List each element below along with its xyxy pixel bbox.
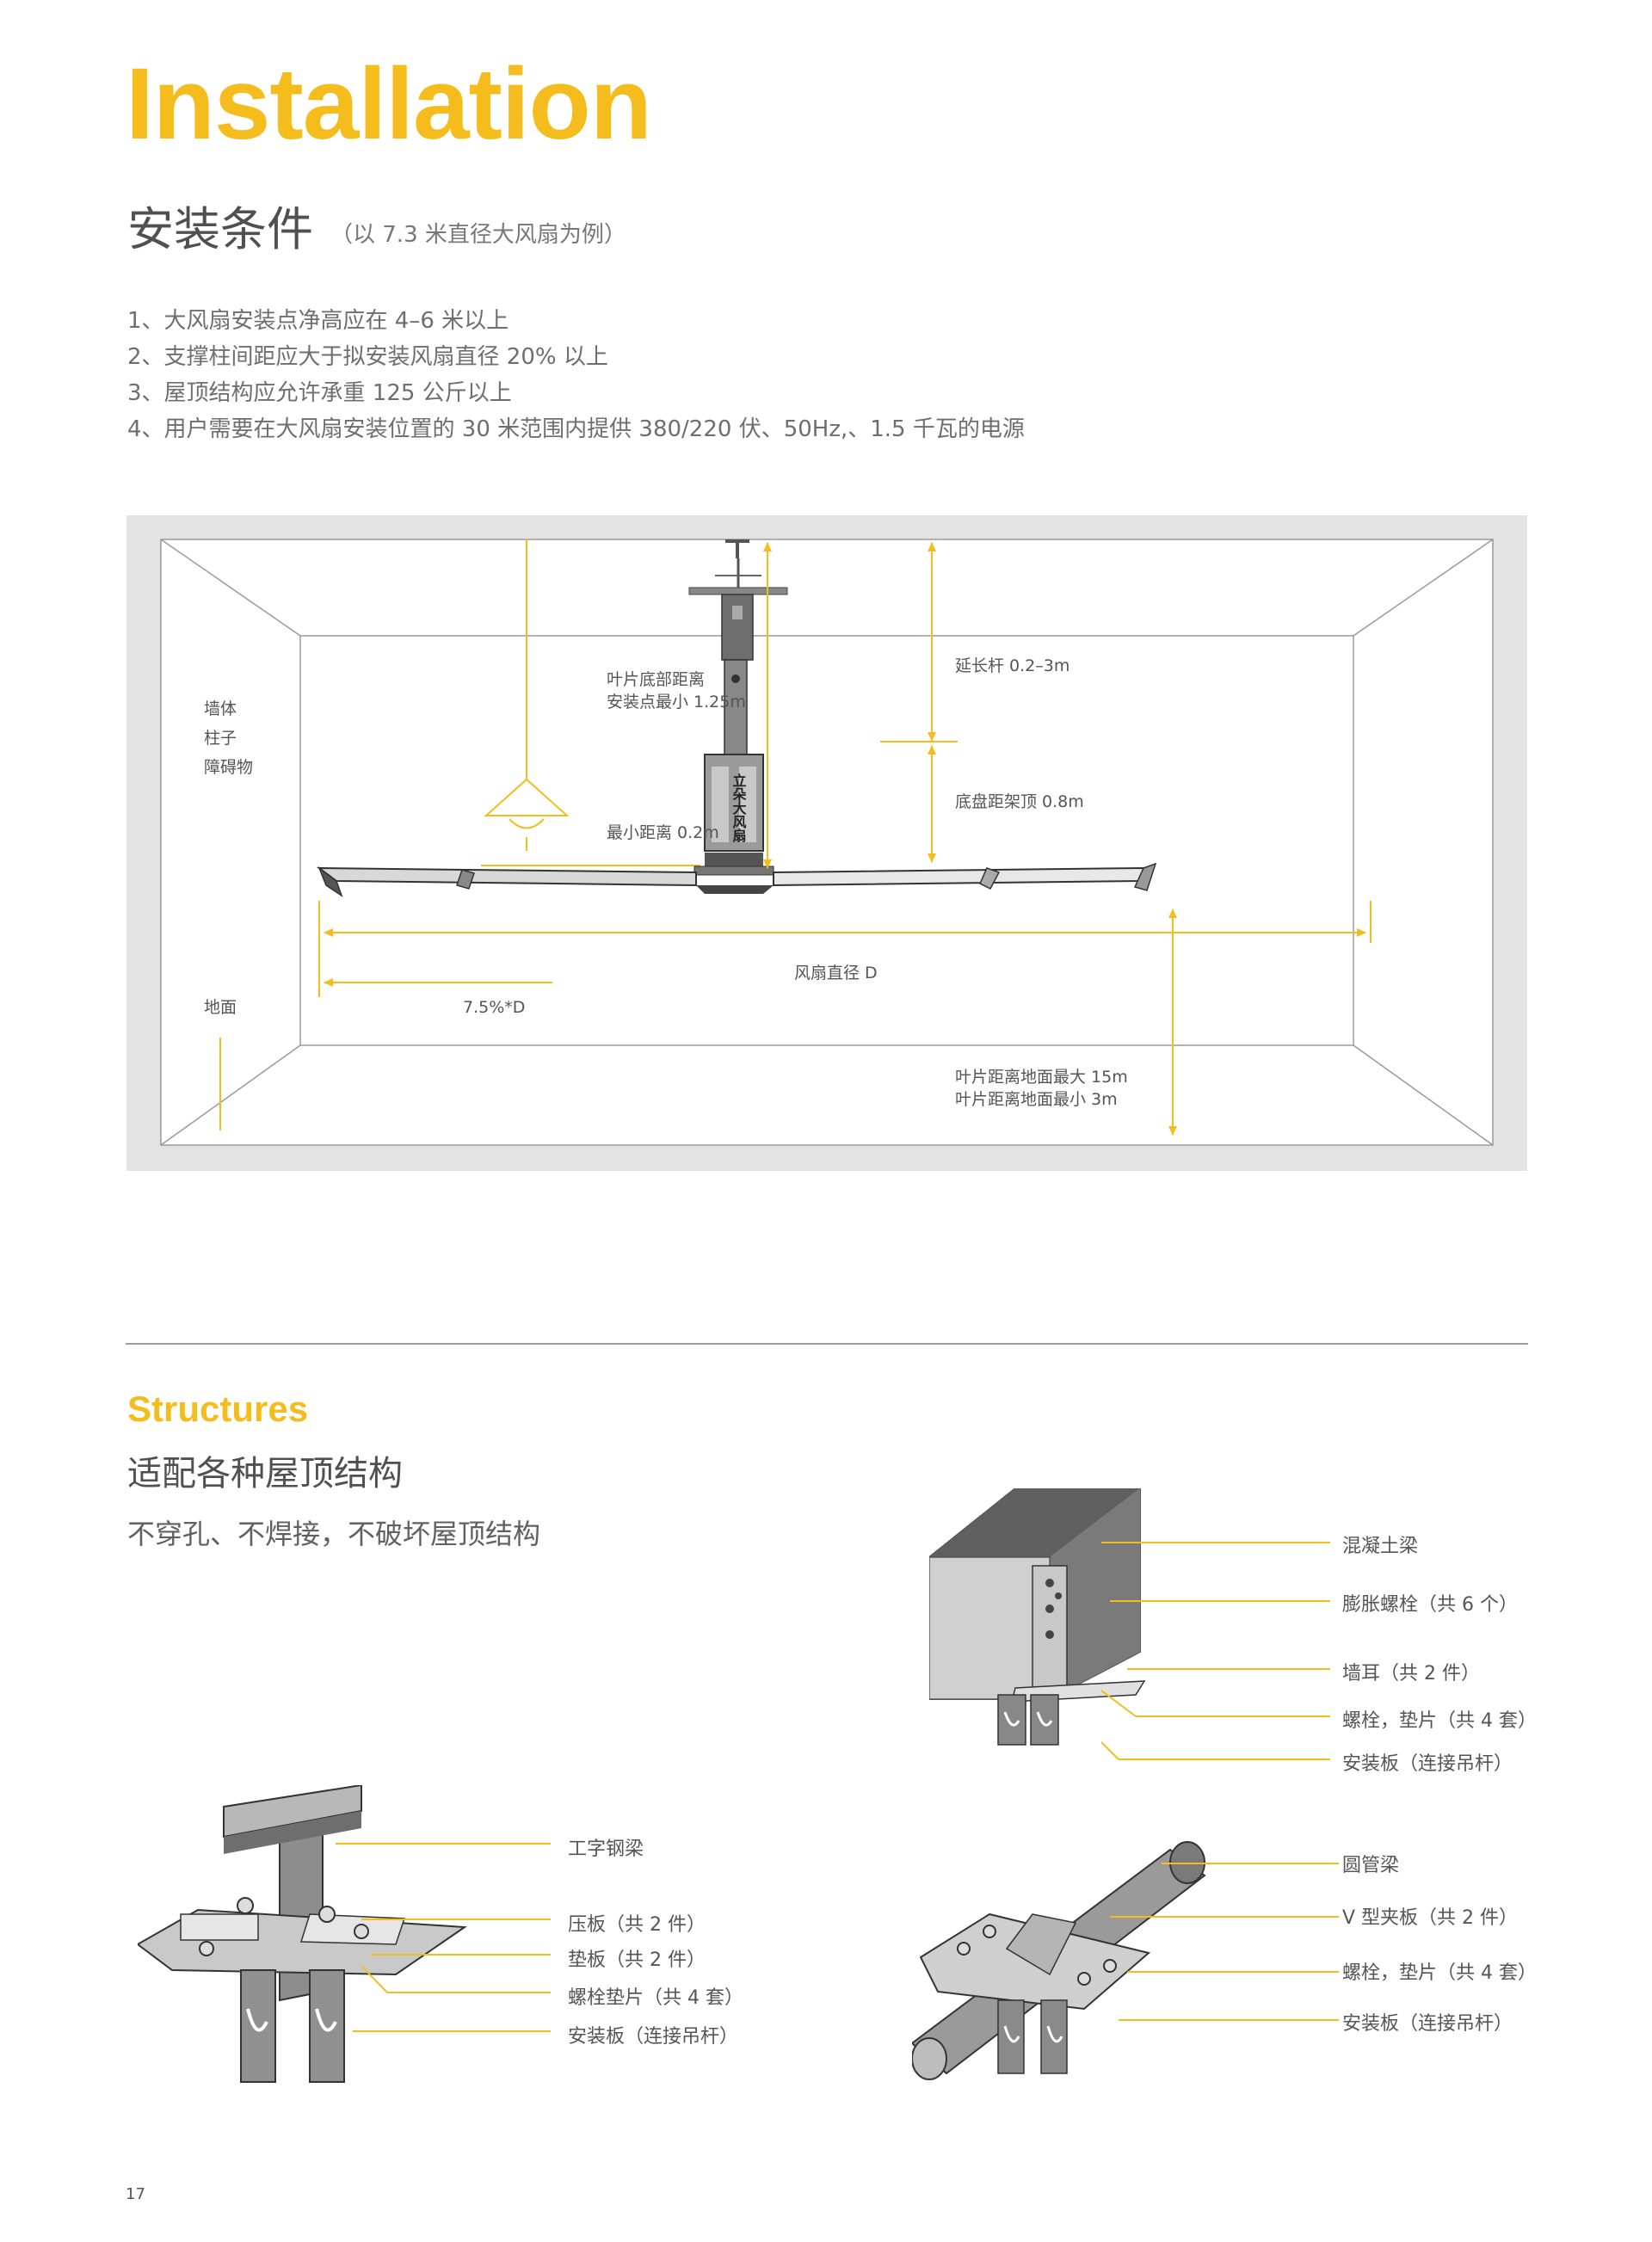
label-min-distance: 最小距离 0.2m (607, 823, 719, 842)
label-obstacle: 障碍物 (204, 758, 254, 777)
concrete-leader-lines (1101, 1542, 1330, 1760)
label-shim-plate: 垫板（共 2 件） (568, 1949, 706, 1971)
label-ibeam-mount-plate: 安装板（连接吊杆） (568, 2026, 739, 2048)
installation-diagram: 立朵大风扇 墙体 柱子 障碍物 地面 叶片底部距离 安装点最小 1.25m 最小… (126, 515, 1527, 1171)
pipe-beam-illustration (912, 1841, 1206, 2080)
label-wall-ear: 墙耳（共 2 件） (1342, 1663, 1480, 1685)
label-ground-max: 叶片距离地面最大 15m (955, 1068, 1128, 1087)
dimension-lines (318, 542, 1372, 1136)
condition-item: 1、大风扇安装点净高应在 4–6 米以上 (127, 308, 509, 334)
label-pipe-mount-plate: 安装板（连接吊杆） (1342, 2013, 1513, 2035)
fan-logo-text: 立朵大风扇 (730, 773, 747, 843)
label-concrete-bolts: 螺栓，垫片（共 4 套） (1342, 1710, 1537, 1732)
label-blade-bottom-line1: 叶片底部距离 (607, 670, 706, 689)
label-extension-rod: 延长杆 0.2–3m (955, 656, 1070, 675)
page-title: Installation (126, 47, 652, 161)
label-pipe-bolts: 螺栓，垫片（共 4 套） (1342, 1962, 1537, 1984)
label-round-pipe: 圆管梁 (1342, 1855, 1400, 1876)
obstacle-labels: 墙体 柱子 障碍物 (204, 694, 253, 782)
fan-icon (316, 539, 1157, 897)
structures-tagline: 不穿孔、不焊接，不破坏屋顶结构 (127, 1518, 541, 1550)
pipe-leader-lines (1110, 1863, 1339, 2021)
subtitle-note: （以 7.3 米直径大风扇为例） (330, 221, 626, 248)
label-i-beam: 工字钢梁 (568, 1839, 644, 1860)
subtitle-text: 安装条件 (127, 202, 313, 256)
label-concrete-mount-plate: 安装板（连接吊杆） (1342, 1753, 1513, 1775)
concrete-beam-illustration (929, 1488, 1146, 1746)
label-expansion-bolt: 膨胀螺栓（共 6 个） (1342, 1594, 1518, 1616)
label-v-clamp: V 型夹板（共 2 件） (1342, 1907, 1519, 1929)
structures-title: Structures (127, 1389, 309, 1429)
label-ground-distance: 叶片距离地面最大 15m 叶片距离地面最小 3m (955, 1066, 1128, 1111)
structures-subtitle: 适配各种屋顶结构 (127, 1454, 403, 1494)
condition-item: 2、支撑柱间距应大于拟安装风扇直径 20% 以上 (127, 344, 608, 370)
label-fan-diameter: 风扇直径 D (794, 964, 878, 982)
label-ground-min: 叶片距离地面最小 3m (955, 1090, 1118, 1109)
label-press-plate: 压板（共 2 件） (568, 1914, 706, 1936)
room-lines (160, 539, 1494, 1146)
label-chassis-top: 底盘距架顶 0.8m (955, 792, 1084, 811)
room-illustration: 立朵大风扇 (126, 515, 1527, 1171)
conditions-list: 1、大风扇安装点净高应在 4–6 米以上 2、支撑柱间距应大于拟安装风扇直径 2… (127, 303, 1025, 447)
label-blade-bottom: 叶片底部距离 安装点最小 1.25m (607, 668, 746, 713)
i-beam-illustration (138, 1785, 467, 2083)
lamp-icon (481, 539, 700, 866)
label-column: 柱子 (204, 729, 237, 748)
label-wall: 墙体 (204, 699, 237, 718)
label-concrete-beam: 混凝土梁 (1342, 1536, 1419, 1557)
condition-item: 3、屋顶结构应允许承重 125 公斤以上 (127, 380, 512, 406)
room-outer (161, 539, 1493, 1145)
i-beam-leader-lines (336, 1843, 551, 2032)
condition-item: 4、用户需要在大风扇安装位置的 30 米范围内提供 380/220 伏、50Hz… (127, 416, 1025, 442)
label-offset: 7.5%*D (463, 998, 526, 1017)
label-blade-bottom-line2: 安装点最小 1.25m (607, 693, 746, 711)
label-floor: 地面 (204, 998, 237, 1017)
section-subtitle: 安装条件 （以 7.3 米直径大风扇为例） (127, 191, 626, 259)
label-ibeam-bolts: 螺栓垫片（共 4 套） (568, 1987, 743, 2009)
section-divider (126, 1343, 1528, 1345)
page-number: 17 (126, 2185, 145, 2203)
